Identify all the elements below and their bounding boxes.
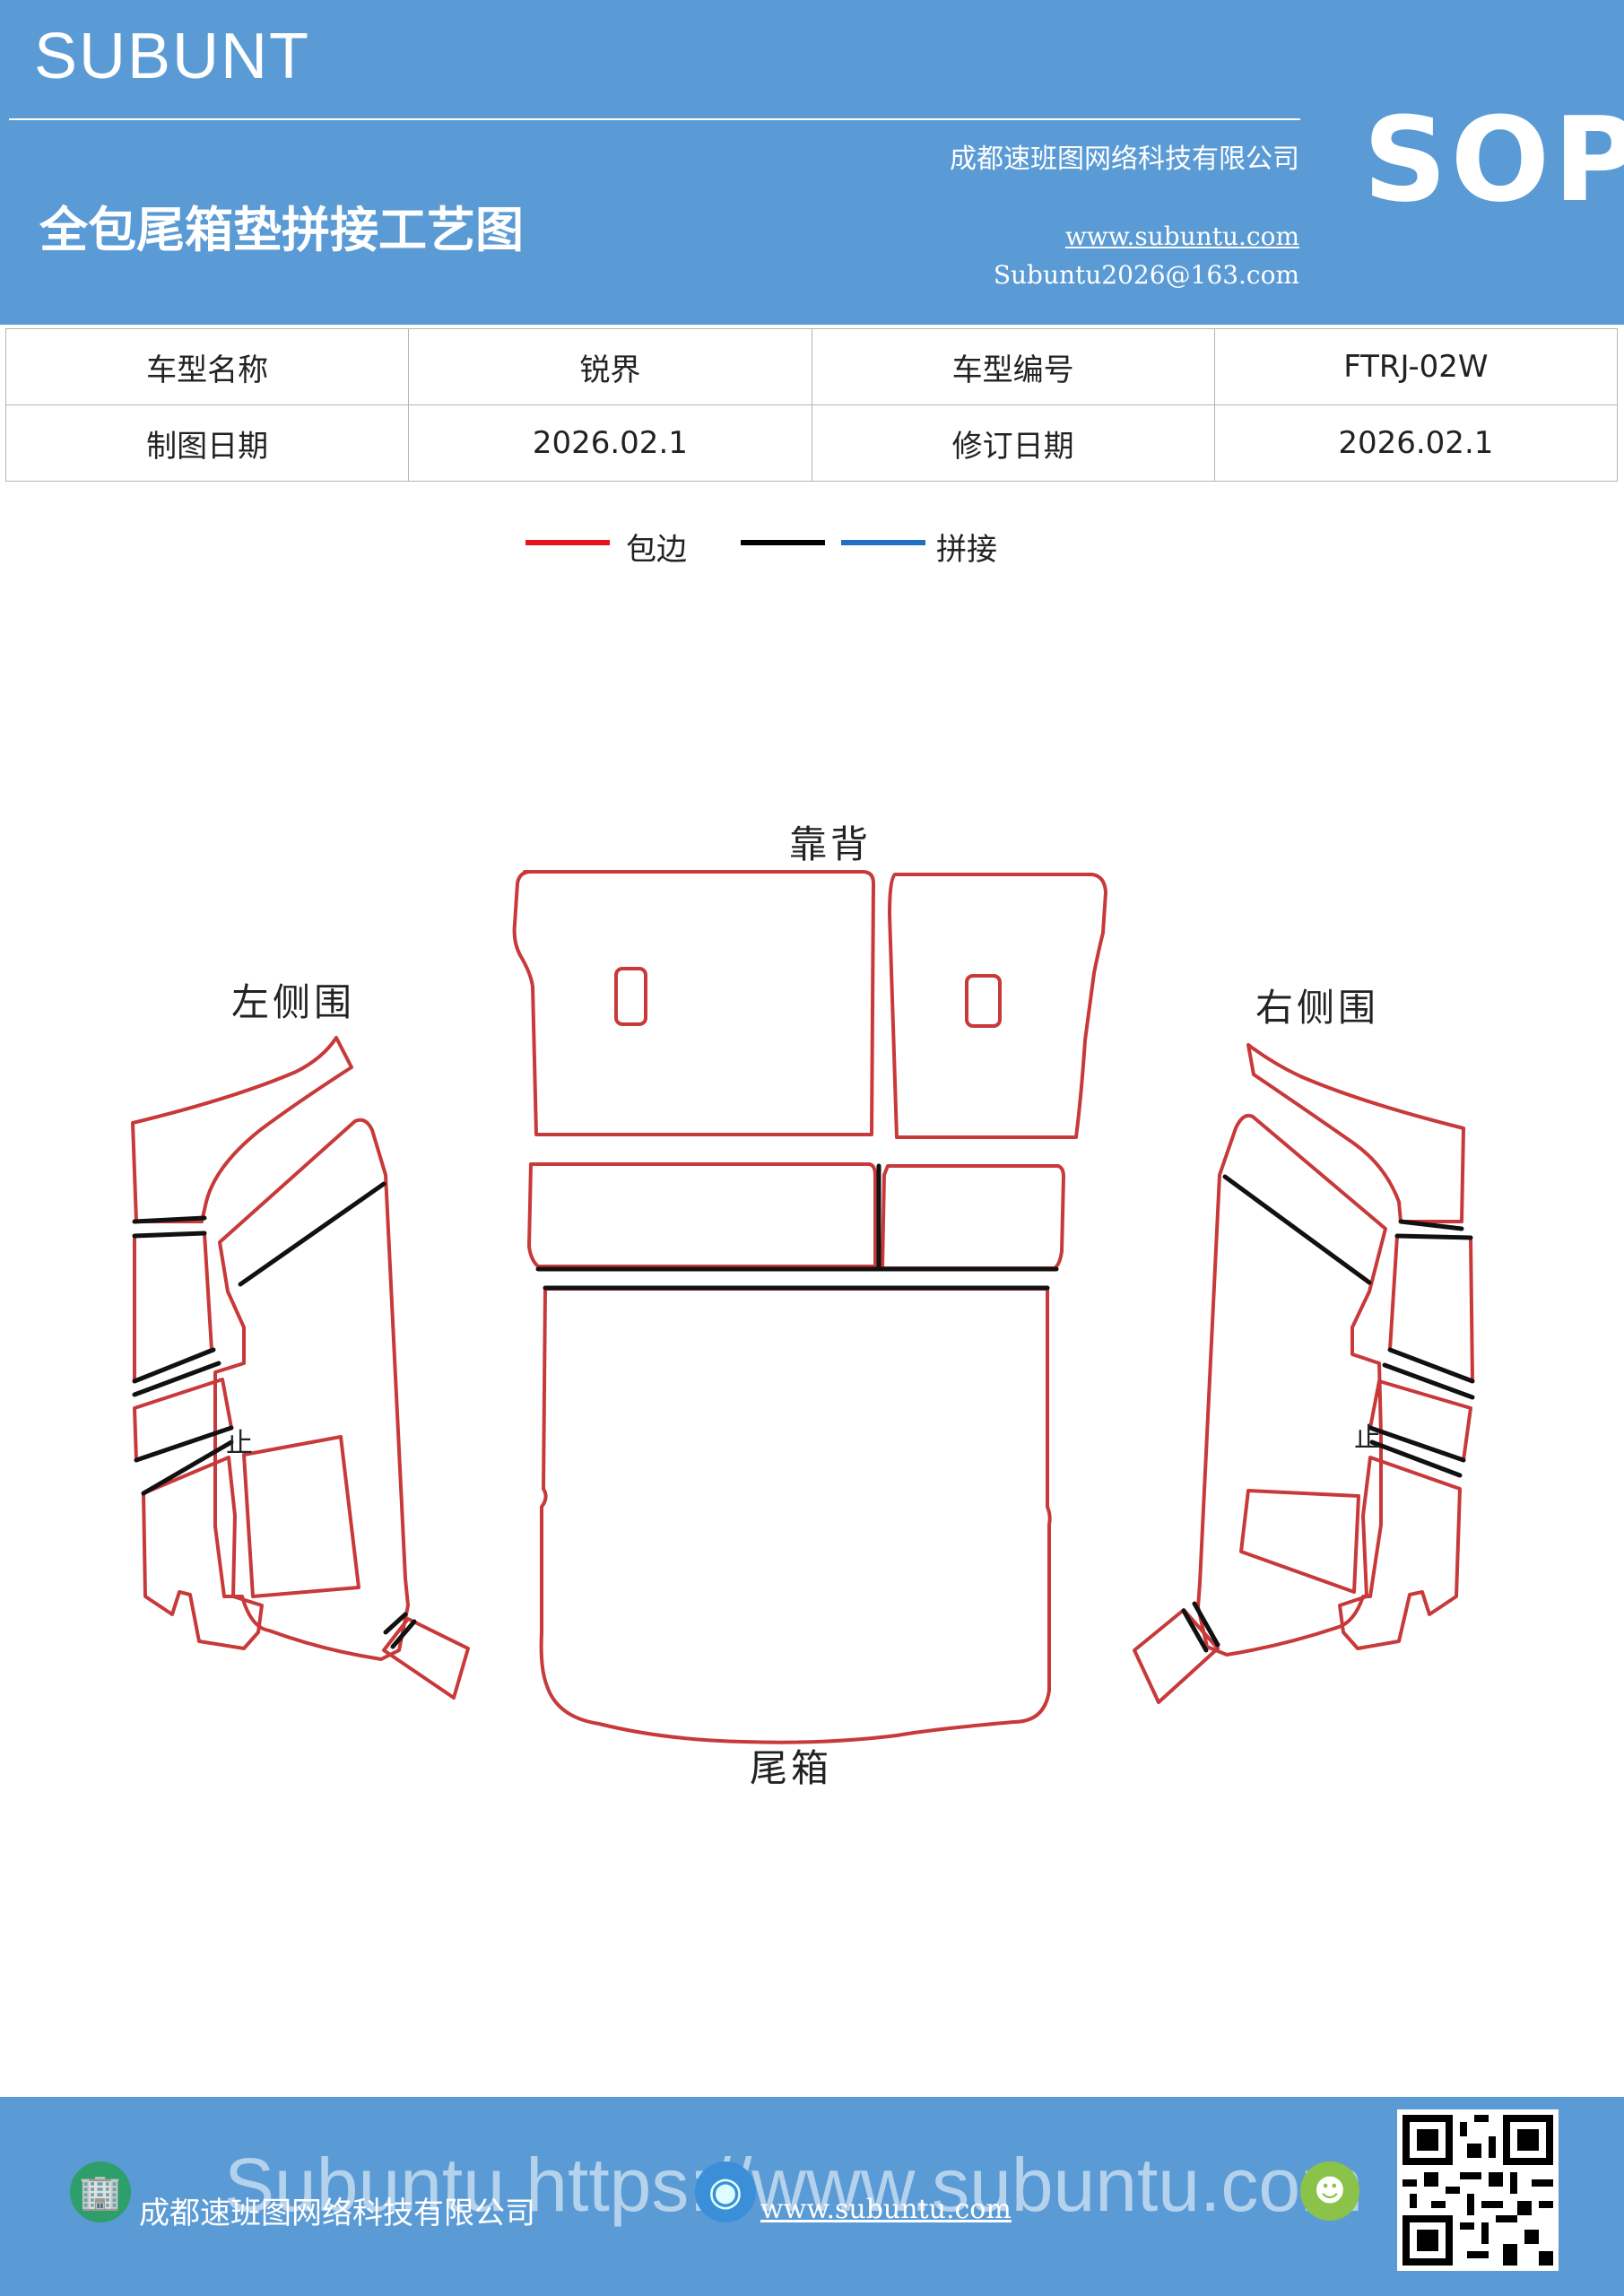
left-seam-diagonal: [238, 1181, 386, 1287]
header-website-link[interactable]: www.subuntu.com: [1064, 222, 1299, 251]
right-side-sub-panel-a: [1388, 1234, 1474, 1383]
trunk-floor-panel: [539, 1287, 1052, 1744]
backrest-left-slot: [614, 967, 647, 1026]
right-tab-seam-1: [1192, 1601, 1220, 1648]
left-side-label: 左侧围: [231, 980, 356, 1024]
left-side-sub-panel-a: [133, 1231, 213, 1383]
left-side-lower-panel: [142, 1456, 264, 1650]
table-cell: 车型名称: [4, 328, 410, 405]
header-company-name: 成都速班图网络科技有限公司: [950, 144, 1299, 175]
left-seam-4: [132, 1361, 221, 1397]
header-divider: [9, 118, 1300, 120]
right-seam-4: [1382, 1362, 1475, 1400]
table-cell: 2026.02.1: [408, 404, 812, 482]
footer-watermark: Subuntu https://www.subuntu.com: [224, 2143, 1364, 2227]
table-cell: 锐界: [408, 328, 812, 405]
right-side-inner-window: [1239, 1489, 1360, 1594]
left-stop-mark: 止: [226, 1428, 256, 1459]
legend-edge-swatch: [525, 540, 610, 545]
left-seam-5: [134, 1425, 234, 1463]
footer-company-name: 成都速班图网络科技有限公司: [139, 2196, 535, 2231]
table-cell: 制图日期: [4, 404, 410, 482]
left-tab-seam-1: [383, 1612, 408, 1635]
table-cell: FTRJ-02W: [1213, 328, 1619, 405]
legend: 包边 拼接: [0, 525, 1624, 570]
backrest-label: 靠背: [789, 822, 873, 866]
legend-black-swatch: [741, 540, 825, 545]
right-tab-seam-2: [1181, 1608, 1209, 1653]
legend-splice-label: 拼接: [936, 532, 997, 568]
document-title: 全包尾箱垫拼接工艺图: [39, 202, 524, 258]
left-side-main-panel: [213, 1118, 410, 1661]
header-banner: [0, 0, 1624, 325]
left-side-tab: [382, 1617, 470, 1700]
right-stop-mark: 止: [1354, 1422, 1385, 1454]
left-seam-6: [141, 1439, 234, 1496]
right-seam-diagonal: [1222, 1174, 1372, 1285]
brand-logo-text: SUBUNT: [34, 21, 311, 92]
footer-website-link[interactable]: www.subuntu.com: [760, 2194, 1012, 2225]
left-seam-2: [132, 1231, 207, 1239]
right-seam-3: [1387, 1347, 1475, 1384]
left-side-inner-window: [242, 1435, 360, 1598]
middle-left-panel: [527, 1162, 877, 1268]
table-row: 制图日期 2026.02.1 修订日期 2026.02.1: [4, 404, 1619, 482]
right-seam-2: [1394, 1233, 1473, 1240]
table-cell: 修订日期: [811, 404, 1215, 482]
right-seam-1: [1398, 1219, 1464, 1231]
qr-code: [1397, 2109, 1559, 2271]
globe-icon: ◉: [695, 2161, 756, 2222]
sop-badge: SOP: [1363, 91, 1624, 228]
right-side-tab: [1133, 1608, 1220, 1704]
table-cell: 2026.02.1: [1213, 404, 1619, 482]
legend-edge-label: 包边: [626, 532, 687, 568]
table-row: 车型名称 锐界 车型编号 FTRJ-02W: [4, 328, 1619, 405]
backrest-left-panel: [512, 870, 875, 1136]
backrest-right-slot: [965, 974, 1002, 1028]
left-seam-1: [132, 1215, 207, 1224]
right-side-label: 右侧围: [1255, 986, 1380, 1030]
middle-right-panel: [881, 1164, 1065, 1270]
left-seam-3: [132, 1347, 216, 1384]
table-cell: 车型编号: [811, 328, 1215, 405]
backrest-right-panel: [888, 873, 1107, 1139]
right-side-main-panel: [1196, 1113, 1387, 1657]
wechat-icon: ☻: [1300, 2161, 1359, 2221]
right-side-lower-panel: [1338, 1456, 1462, 1650]
left-tab-seam-2: [390, 1619, 417, 1649]
trunk-label: 尾箱: [750, 1746, 833, 1790]
building-icon: 🏢: [70, 2161, 131, 2222]
right-seam-5: [1368, 1425, 1466, 1463]
legend-splice-swatch: [841, 540, 925, 545]
vehicle-info-table: 车型名称 锐界 车型编号 FTRJ-02W 制图日期 2026.02.1 修订日…: [4, 328, 1619, 482]
qr-code-pattern: [1403, 2115, 1553, 2266]
right-side-upper-panel: [1246, 1043, 1465, 1223]
right-seam-6: [1369, 1439, 1463, 1478]
header-email[interactable]: Subuntu2026@163.com: [993, 260, 1299, 290]
left-side-upper-panel: [131, 1036, 353, 1223]
